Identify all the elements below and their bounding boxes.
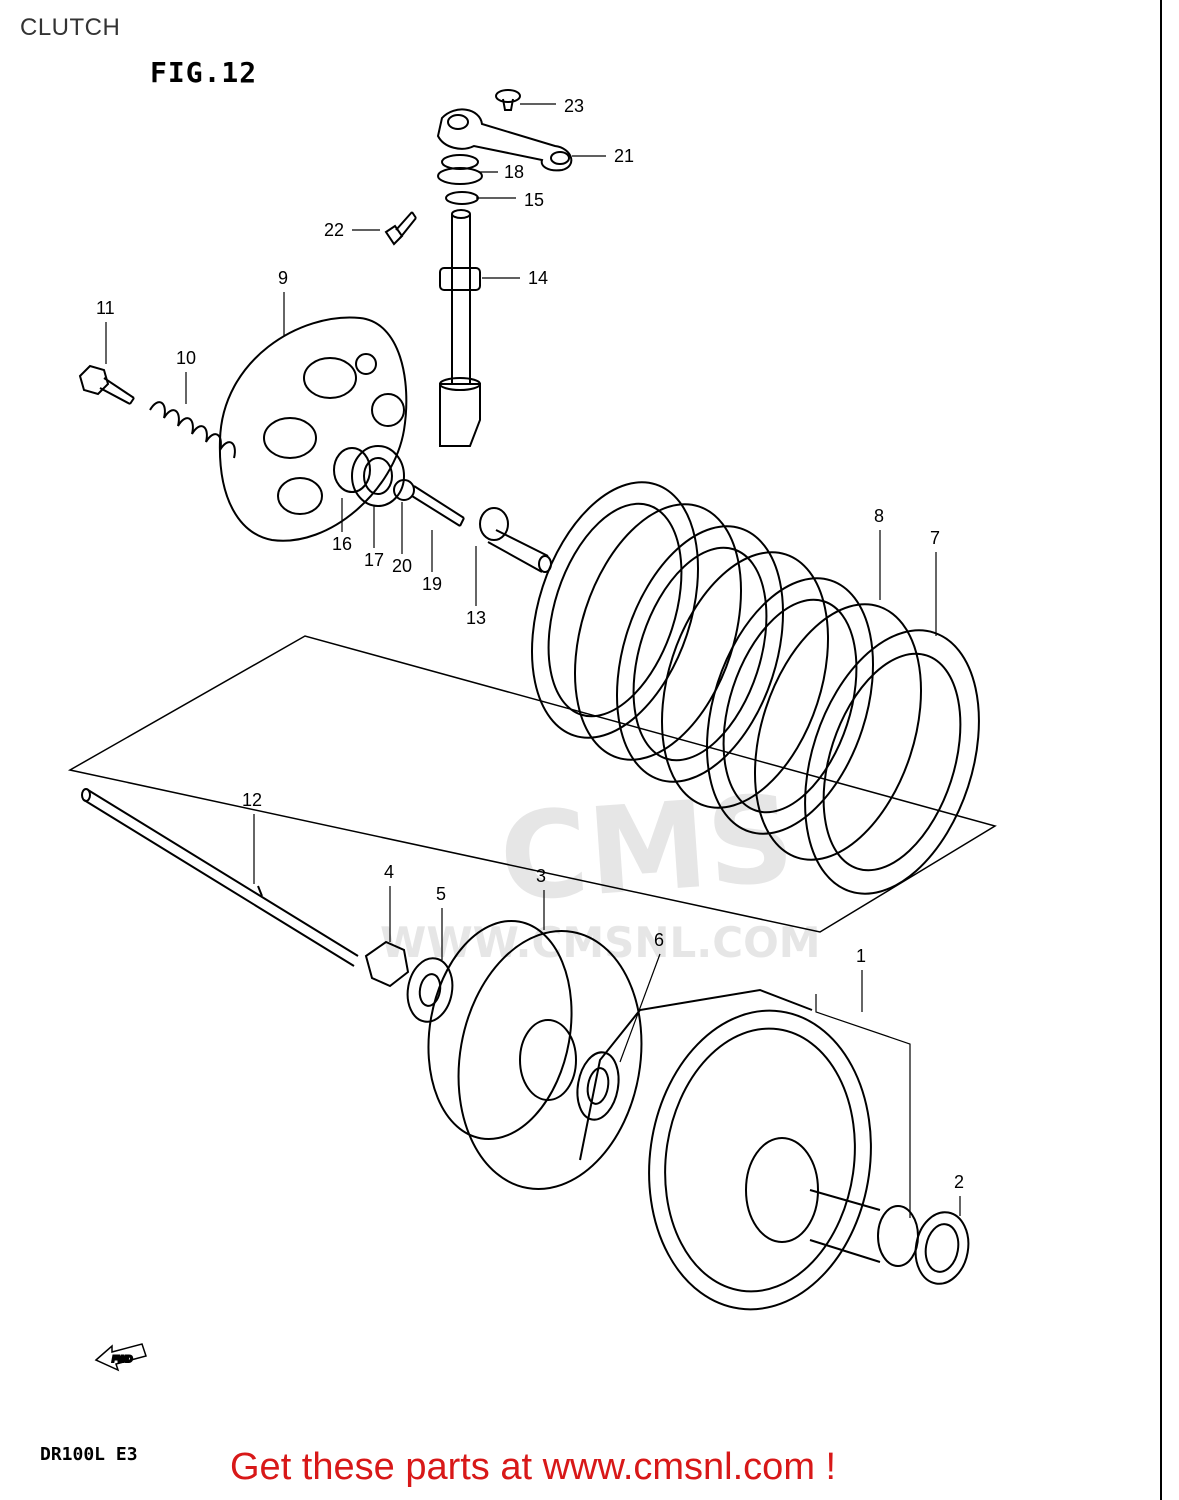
callout-9: 9 [278, 268, 288, 288]
callout-13: 13 [466, 608, 486, 628]
callout-10: 10 [176, 348, 196, 368]
model-code: DR100L E3 [40, 1444, 138, 1465]
part-5-washer [406, 957, 454, 1023]
part-6-thrust-washer [576, 1051, 620, 1121]
callout-18: 18 [504, 162, 524, 182]
page-title: CLUTCH [20, 14, 121, 41]
callout-3: 3 [536, 866, 546, 886]
callout-22: 22 [324, 220, 344, 240]
leader-line-6 [619, 953, 661, 1063]
part-22-bolt [384, 211, 417, 246]
right-border-line [1160, 0, 1162, 1500]
part-15-washer [445, 191, 479, 205]
callout-11: 11 [96, 298, 115, 318]
callout-8: 8 [874, 506, 884, 526]
fwd-arrow: FWD [94, 1343, 147, 1372]
callout-19: 19 [422, 574, 442, 594]
callout-2: 2 [954, 1172, 964, 1192]
callout-6: 6 [654, 930, 664, 950]
fwd-arrow-label: FWD [112, 1354, 133, 1364]
part-1-primary-driven-gear [579, 988, 919, 1311]
callout-15: 15 [524, 190, 544, 210]
part-14-release-camshaft [439, 209, 481, 447]
part-4-nut [364, 940, 410, 988]
callout-20: 20 [392, 556, 412, 576]
clutch-plates-stack [531, 481, 980, 895]
part-23-screw [495, 89, 521, 111]
part-21-release-lever [436, 108, 573, 172]
callout-5: 5 [436, 884, 446, 904]
callout-7: 7 [930, 528, 940, 548]
part-18-oring [437, 154, 483, 185]
callout-21: 21 [614, 146, 634, 166]
callout-1: 1 [856, 946, 866, 966]
part-2-spacer-washer [914, 1211, 970, 1285]
part-13-push-piece [479, 507, 552, 573]
part-3-sleeve-hub [427, 919, 643, 1190]
callout-17: 17 [364, 550, 384, 570]
callout-16: 16 [332, 534, 352, 554]
assembly-frame [67, 635, 997, 933]
promo-link[interactable]: Get these parts at www.cmsnl.com ! [230, 1446, 837, 1488]
part-16-17-bearing [333, 445, 405, 507]
part-10-spring [149, 401, 236, 459]
part-1-bracket [815, 994, 911, 1218]
callout-4: 4 [384, 862, 394, 882]
part-12-push-rod [81, 788, 359, 967]
callout-12: 12 [242, 790, 262, 810]
part-19-adjust-screw [411, 485, 465, 527]
callout-14: 14 [528, 268, 548, 288]
callout-23: 23 [564, 96, 584, 116]
part-9-pressure-plate [218, 316, 408, 542]
part-11-bolt [78, 364, 135, 405]
figure-label: FIG.12 [150, 56, 258, 89]
part-20-nut [393, 479, 415, 501]
